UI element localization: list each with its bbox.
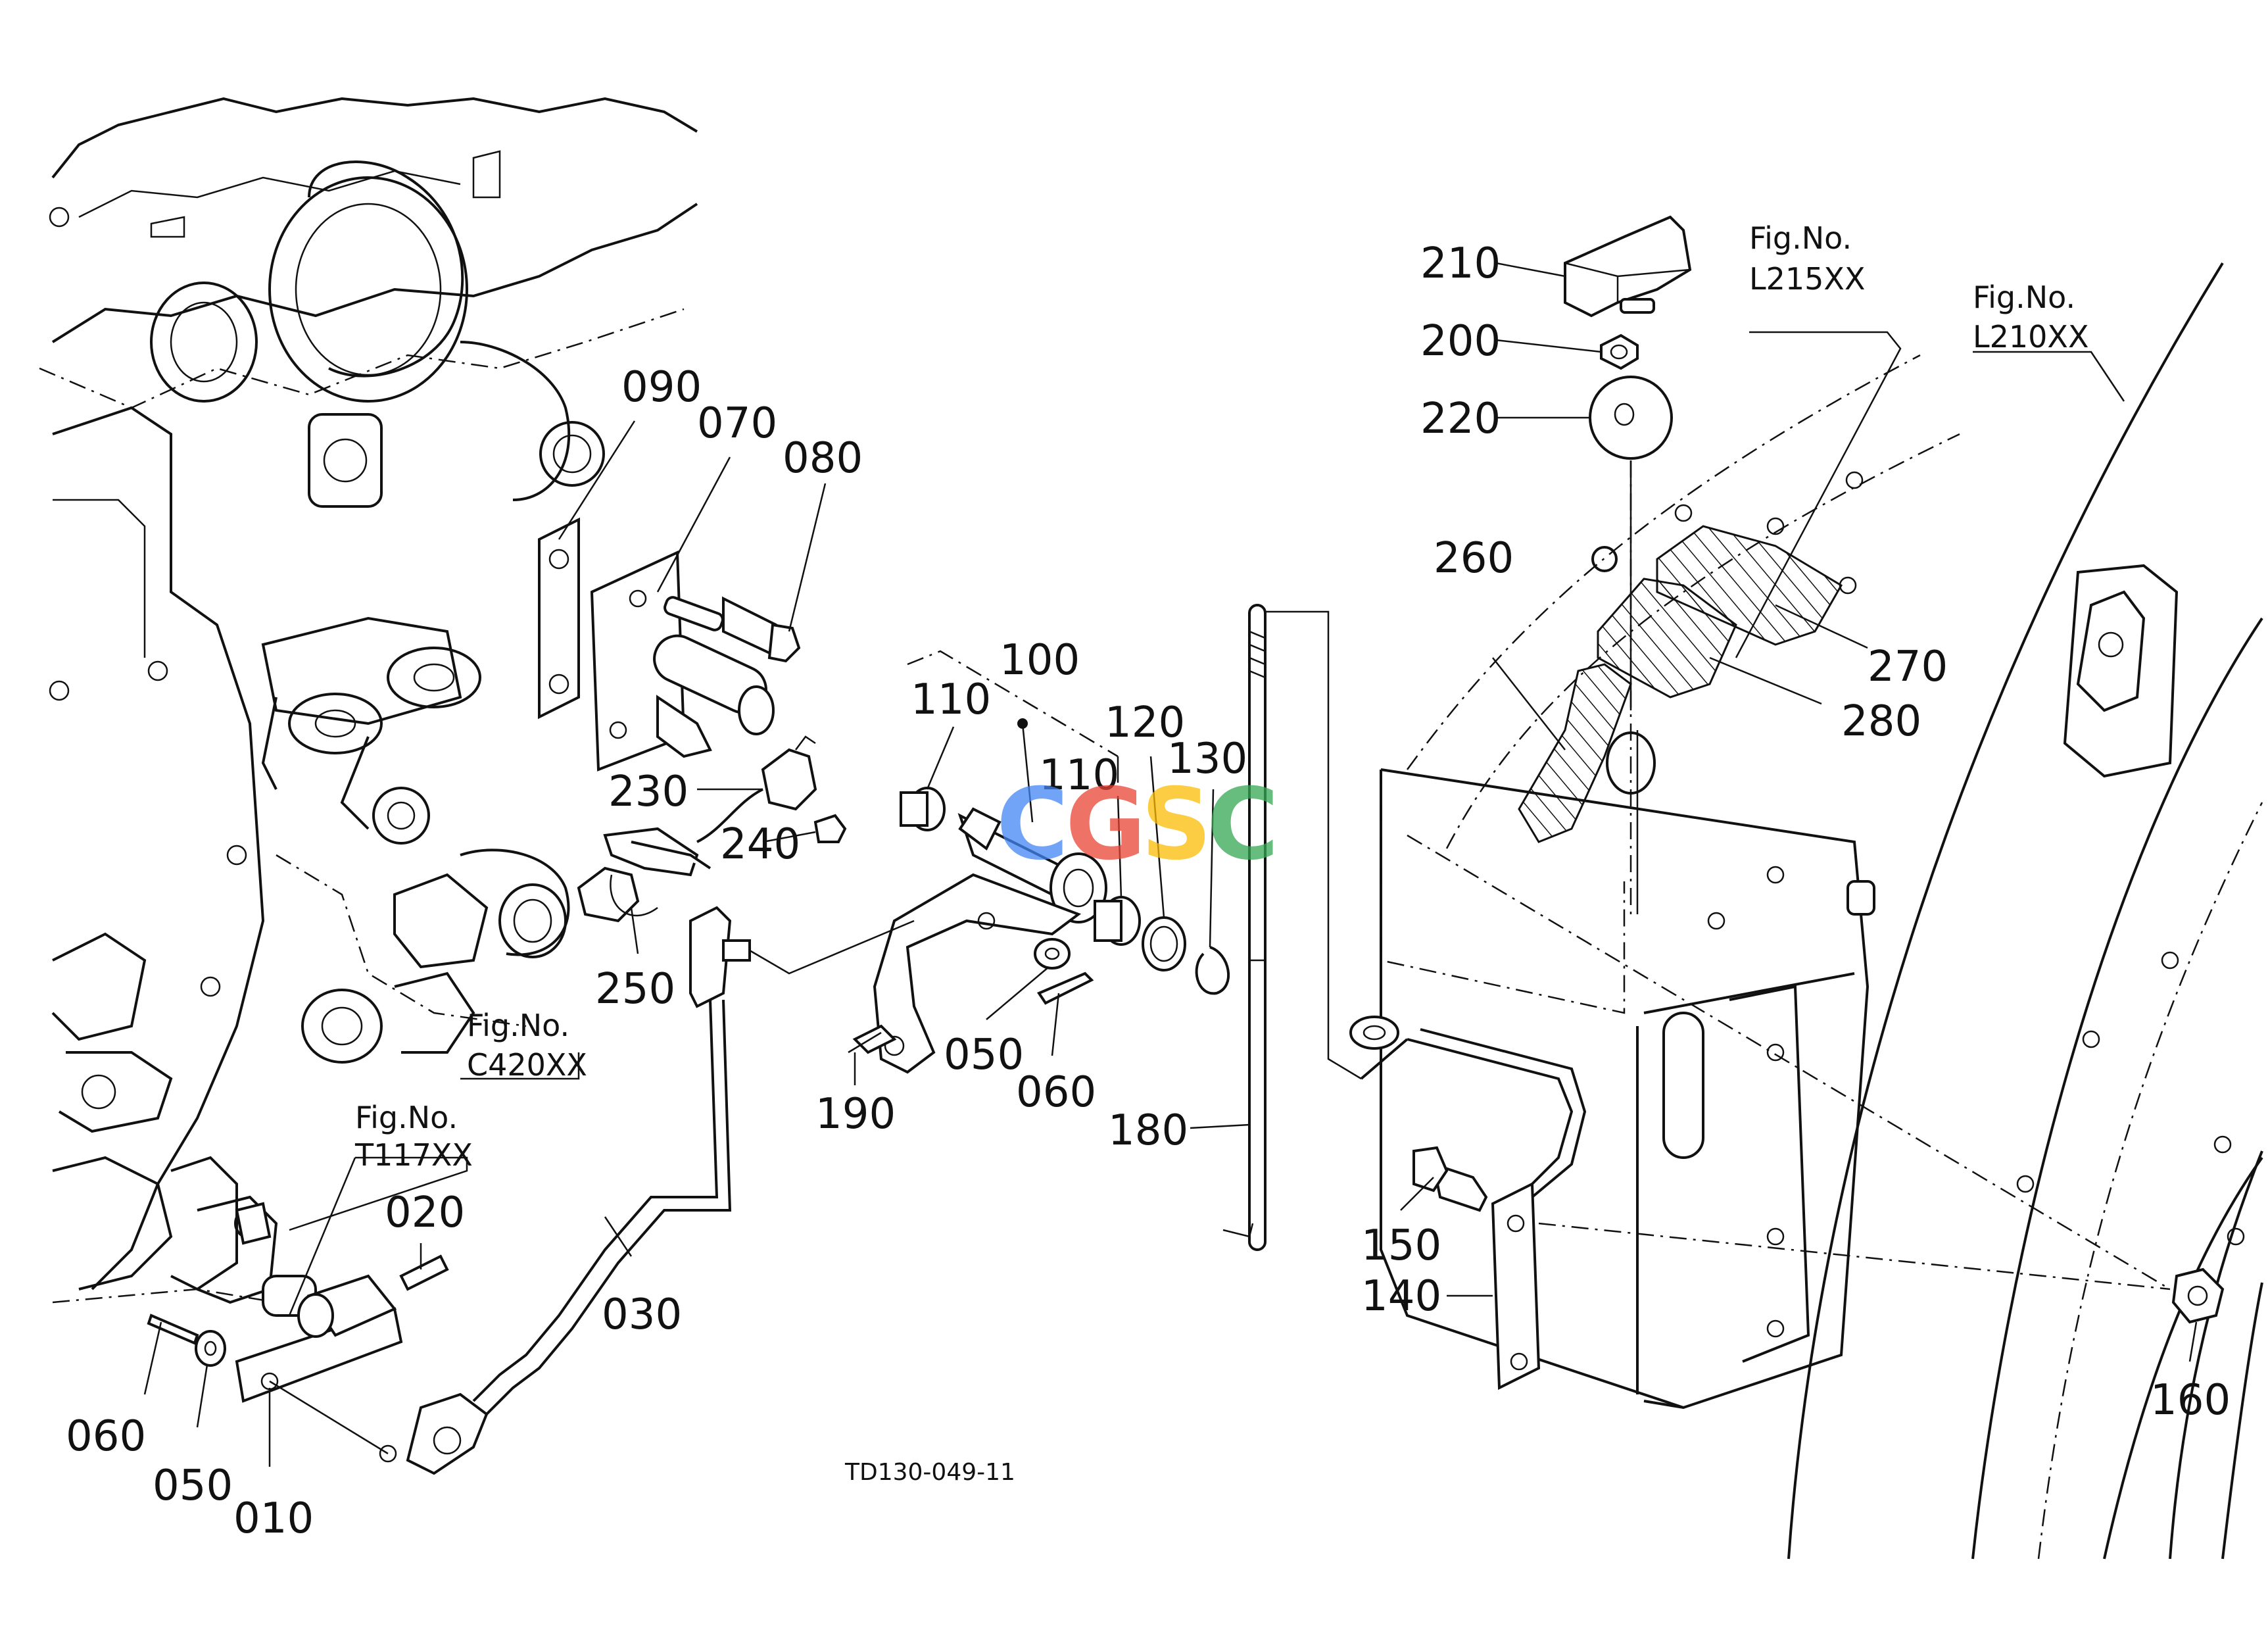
pedal-arm [873,873,1082,1074]
fig-ref-l215-code: L215XX [1749,261,1865,297]
fig-ref-t117-caption: Fig.No. [355,1100,458,1135]
label-130: 130 [1167,735,1247,783]
brake-bracket-parts [538,517,801,772]
fender-panel [1380,262,2263,1560]
label-270: 270 [1868,643,1948,691]
sensor-parts [577,735,847,923]
fig-ref-t117-code: T117XX [354,1137,473,1173]
label-050a: 050 [944,1031,1024,1079]
label-030: 030 [602,1291,682,1339]
label-100: 100 [1000,636,1080,685]
rod-180 [1222,604,1409,1251]
knob-210 [1564,215,1692,318]
leader-lines [143,262,2198,1467]
label-020: 020 [385,1189,465,1237]
fig-ref-c420-code: C420XX [467,1047,587,1083]
plate-140 [1491,1181,1541,1390]
washer-120 [1142,916,1186,971]
pad-260 [1518,663,1632,843]
pin-020 [399,1254,449,1291]
label-060a: 060 [1016,1068,1096,1117]
clip-190 [852,1024,897,1054]
label-280: 280 [1841,697,1921,746]
circlip-130 [1195,946,1230,995]
label-250: 250 [595,965,675,1014]
transmission-housing [39,97,698,1304]
connector-250 [577,866,640,923]
label-210: 210 [1420,239,1501,288]
label-230: 230 [608,768,688,816]
pin-060a [1037,971,1094,1005]
label-160: 160 [2150,1376,2231,1425]
watermark-letter-2: G [1065,768,1146,882]
figure-references: Fig.No. L215XX Fig.No. L210XX Fig.No. C4… [354,220,2088,1486]
label-150: 150 [1361,1221,1441,1270]
fig-ref-l210-code: L210XX [1973,319,2088,355]
label-220: 220 [1420,395,1501,443]
label-120: 120 [1105,699,1185,747]
label-260: 260 [1434,534,1514,583]
sensor-230 [761,748,817,811]
label-090: 090 [621,363,702,412]
label-070: 070 [697,399,777,448]
label-140: 140 [1361,1272,1441,1321]
part-labels: 210 200 220 260 270 280 090 070 080 100 … [66,239,2231,1543]
label-180: 180 [1108,1106,1188,1155]
washer-220 [1589,376,1673,460]
watermark-logo: C G S C [996,768,1279,882]
label-110a: 110 [911,676,991,724]
drawing-code: TD130-049-11 [844,1459,1015,1486]
label-110b: 110 [1039,751,1119,800]
step-pads [1518,525,1843,843]
washer-050b [195,1330,226,1367]
shaft-assembly [848,650,1230,1074]
watermark-letter-1: C [996,768,1069,882]
knob-assembly [1564,215,1692,710]
fig-ref-c420-caption: Fig.No. [467,1008,569,1043]
label-240: 240 [720,820,800,869]
fig-ref-l215-caption: Fig.No. [1749,220,1852,256]
label-080: 080 [783,434,863,483]
lower-left-parts [147,1202,449,1463]
watermark-letter-3: S [1141,768,1212,882]
nut-200 [1600,333,1639,370]
watermark-letter-4: C [1207,768,1279,882]
label-200: 200 [1420,317,1501,366]
bolt-150 [1432,1162,1488,1212]
pin-060b [147,1314,199,1345]
washer-050a [1034,938,1071,970]
fig-ref-l210-caption: Fig.No. [1973,280,2075,315]
plate-090 [538,517,580,720]
label-060b: 060 [66,1412,146,1461]
label-190: 190 [815,1090,896,1139]
label-050b: 050 [153,1462,233,1510]
label-010: 010 [233,1494,314,1543]
lever-030 [406,906,915,1475]
screw-240 [813,814,847,843]
right-lower-parts [1407,834,2225,1390]
nut-160 [2171,1267,2225,1324]
